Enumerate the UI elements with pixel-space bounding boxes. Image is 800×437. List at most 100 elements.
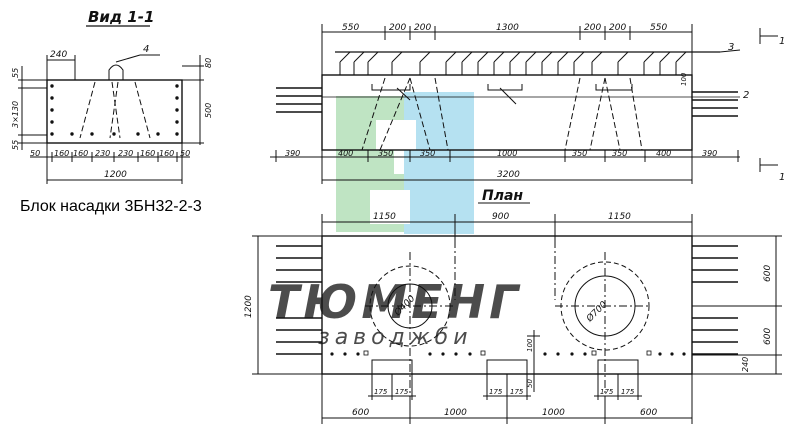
section-dim-bottom: 230 [95,149,110,158]
stirrup-hook [339,51,351,63]
elevation-dim-bottom: 1000 [497,149,517,158]
lift-dot [468,352,472,356]
lift-dot [356,352,360,356]
plan-title: План [482,188,523,204]
elevation-dim-bottom: 390 [702,149,717,158]
rebar-dot [175,84,179,88]
plan-left-bars [276,245,322,355]
lift-dot [583,352,587,356]
stirrup-hook [573,51,585,63]
lift-dot [682,352,686,356]
lift-dot [343,352,347,356]
section-overall-width: 1200 [104,170,127,180]
elevation-stirrups [339,51,687,75]
elevation-bottom-dims: 390 400 350 350 1000 350 350 400 390 [285,149,717,158]
stirrup-hook [493,51,505,63]
drawing-caption: Блок насадки 3БН32-2-3 [20,198,202,215]
lift-dot [670,352,674,356]
section-view: Вид 1-1 240 4 55 3×130 55 80 500 [11,8,213,184]
plan-view [252,214,782,424]
pocket-dim: 175 [621,388,635,396]
hole-right-diameter: Ø700 [584,299,610,325]
plan-dim-right: 240 [741,357,750,372]
rebar-dot [70,132,74,136]
stirrup-hook [391,51,403,63]
elevation-top-dims: 550 200 200 1300 200 200 550 [342,23,667,33]
section-bottom-dims: 50 160 160 230 230 160 160 50 [30,149,190,158]
section-dim-right-2: 500 [204,103,213,118]
section-dim-right-1: 80 [204,58,213,68]
elevation-dim-top: 200 [609,23,626,33]
pocket-dim: 175 [374,388,388,396]
section-dim-bottom: 160 [73,149,88,158]
stirrup-hook [643,51,655,63]
section-dim-bottom: 160 [159,149,174,158]
elevation-dim-top: 200 [389,23,406,33]
elevation-dim-top: 550 [650,23,667,33]
section-mark-bottom: 1 [779,172,785,183]
section-dim-left-1: 55 [11,68,20,78]
elevation-view [270,24,778,184]
elevation-dim-top: 200 [584,23,601,33]
rebar-dot [50,84,54,88]
rebar-dot [50,108,54,112]
stirrup-hook [477,51,489,63]
lift-dot [543,352,547,356]
rebar-dot [50,120,54,124]
rebar-dot [175,120,179,124]
rebar-dot [90,132,94,136]
section-dim-bottom: 50 [180,149,190,158]
elevation-dim-bottom: 350 [378,149,393,158]
section-dim-bottom: 160 [54,149,69,158]
section-view-title: Вид 1-1 [88,8,154,26]
plan-dim-right: 600 [763,328,773,345]
elevation-right-bars [692,91,738,117]
section-dim-bottom: 160 [140,149,155,158]
plan-dim-bottom: 600 [352,408,369,418]
pocket-dim: 175 [489,388,503,396]
stirrup-hook [675,51,687,63]
elevation-dim-top: 1300 [496,23,519,33]
plan-dim-right: 600 [763,265,773,282]
watermark-logo [336,92,474,234]
anchor-square [646,350,652,356]
stirrup-hook [367,51,379,63]
anchor-square [363,350,369,356]
plan-pocket-dims: 175 175 175 175 175 175 [374,388,635,396]
plan-dim-top: 900 [492,212,509,222]
elevation-dim-top: 200 [414,23,431,33]
rebar-dot [50,132,54,136]
elevation-callout-2: 2 [743,90,749,101]
plan-lift-dots [330,350,686,356]
rebar-dot [175,132,179,136]
stirrup-hook [445,51,457,63]
stirrup-hook [541,51,553,63]
elevation-dim-bottom: 350 [572,149,587,158]
rebar-dot [156,132,160,136]
plan-dim-top: 1150 [608,212,631,222]
elevation-dim-bottom: 400 [338,149,353,158]
stirrup-hook [557,51,569,63]
stirrup-hook [659,51,671,63]
plan-dim-bottom: 1000 [444,408,467,418]
section-dim-bottom: 230 [118,149,133,158]
plan-dim-bottom: 1000 [542,408,565,418]
lift-dot [441,352,445,356]
anchor-square [591,350,597,356]
plan-dim-bottom: 600 [640,408,657,418]
section-mark-top: 1 [779,36,785,47]
elevation-left-bars [276,87,322,113]
stirrup-hook [617,51,629,63]
plan-dim-top: 1150 [373,212,396,222]
elevation-dim-bottom: 400 [656,149,671,158]
lift-dot [330,352,334,356]
plan-dim-center-2: 50 [526,379,534,388]
elevation-dim-bottom: 390 [285,149,300,158]
elevation-callout-3: 3 [728,42,734,53]
pocket-dim: 175 [510,388,524,396]
stirrup-hook [461,51,473,63]
watermark-text: ТЮМЕНГ [268,275,522,329]
lift-dot [556,352,560,356]
section-dim-top: 240 [50,50,67,60]
